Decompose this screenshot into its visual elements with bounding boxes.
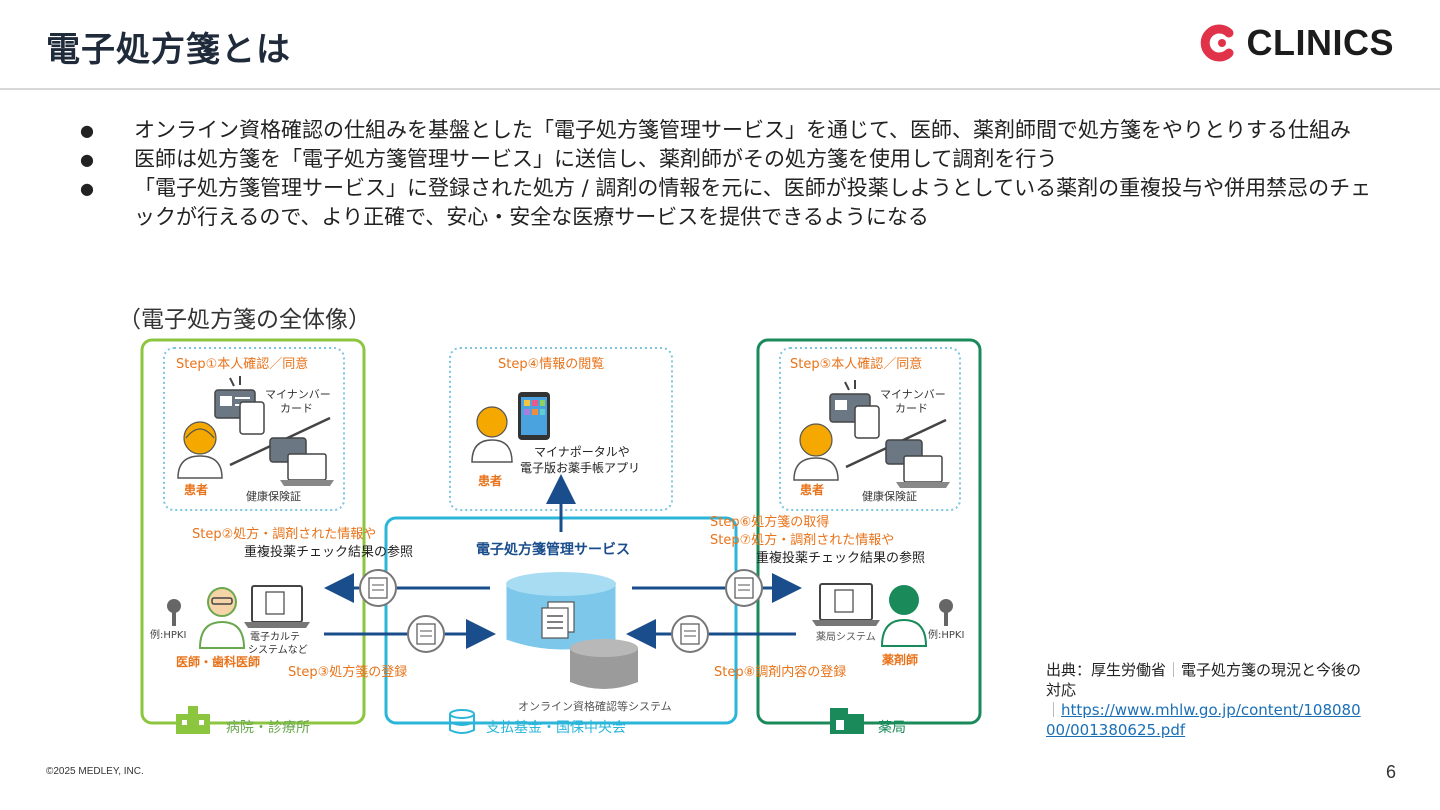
- online-system-label: オンライン資格確認等システム: [518, 699, 672, 713]
- clinics-logo-icon: [1200, 24, 1233, 62]
- step8-label: Step⑧調剤内容の登録: [714, 664, 846, 680]
- pharmacy-label: 薬局: [878, 720, 906, 736]
- patient-icon: [177, 421, 223, 479]
- key-icon: [167, 599, 181, 626]
- step6-label: Step⑥処方箋の取得: [710, 514, 829, 530]
- key-icon: [939, 599, 953, 626]
- document-icon: [359, 569, 397, 607]
- step7-label: Step⑦処方・調剤された情報や: [710, 532, 894, 548]
- karte-label: 電子カルテ: [250, 631, 300, 643]
- diagram-title: （電子処方箋の全体像）: [118, 307, 371, 333]
- clinics-logo: CLINICS: [1199, 22, 1395, 64]
- document-icon: [725, 569, 763, 607]
- step2-label: Step②処方・調剤された情報や: [192, 526, 376, 542]
- pharmacy-region-box: [756, 338, 982, 725]
- mynumber-card-icon: [829, 380, 880, 439]
- prescription-diagram: Step①本人確認／同意 マイナンバー カード 患者 健康保険証 Step④情報…: [140, 338, 982, 736]
- patient-icon: [471, 406, 513, 463]
- computer-icon: [812, 583, 880, 626]
- patient-label: 患者: [478, 473, 502, 488]
- insurance-label: 健康保険証: [246, 489, 301, 503]
- doctor-icon: [198, 587, 246, 649]
- bullet-item: 「電子処方箋管理サービス」に登録された処方 / 調剤の情報を元に、医師が投薬しよ…: [80, 174, 1390, 232]
- step1-box: [163, 347, 345, 511]
- copyright: ©2025 MEDLEY, INC.: [46, 766, 144, 777]
- service-label: 電子処方箋管理サービス: [476, 541, 630, 558]
- database-icon: [505, 572, 617, 651]
- pharmacy-building-icon: [830, 708, 864, 734]
- source-citation: 出典：厚生労働省｜電子処方箋の現況と今後の対応 ｜https://www.mhl…: [1046, 660, 1366, 740]
- document-icon: [407, 615, 445, 653]
- source-link-prefix: ｜: [1046, 701, 1062, 719]
- patient-label: 患者: [800, 482, 824, 497]
- step4-label: Step④情報の閲覧: [498, 356, 604, 372]
- pharmacy-system-label: 薬局システム: [816, 631, 876, 643]
- patient-label: 患者: [184, 482, 208, 497]
- doctor-label: 医師・歯科医師: [176, 654, 260, 669]
- database-icon: [570, 639, 638, 689]
- mynumber-label: カード: [280, 402, 313, 415]
- patient-icon: [793, 423, 839, 481]
- pharmacist-icon: [880, 585, 928, 647]
- portal-label: マイナポータルや: [534, 445, 630, 459]
- bullet-item: 医師は処方箋を「電子処方箋管理サービス」に送信し、薬剤師がその処方箋を使用して調…: [80, 145, 1390, 174]
- hpki-label: 例:HPKI: [928, 628, 964, 641]
- hospital-region-box: [140, 338, 366, 725]
- bullet-list: オンライン資格確認の仕組みを基盤とした「電子処方箋管理サービス」を通じて、医師、…: [80, 116, 1390, 232]
- logo-text: CLINICS: [1246, 22, 1394, 63]
- step7-label: 重複投薬チェック結果の参照: [756, 550, 925, 566]
- hospital-label: 病院・診療所: [226, 719, 310, 736]
- insurance-card-icon: [885, 439, 950, 488]
- smartphone-icon: [518, 392, 550, 440]
- source-text: 電子処方箋の現況と今後の対応: [1046, 661, 1362, 699]
- bullet-item: オンライン資格確認の仕組みを基盤とした「電子処方箋管理サービス」を通じて、医師、…: [80, 116, 1390, 145]
- hospital-building-icon: [176, 706, 210, 734]
- fund-label: 支払基金・国保中央会: [486, 719, 626, 736]
- portal-label: 電子版お薬手帳アプリ: [520, 461, 640, 475]
- source-link[interactable]: https://www.mhlw.go.jp/content/10808000/…: [1046, 701, 1361, 739]
- document-icon: [671, 615, 709, 653]
- mynumber-label: カード: [895, 402, 928, 415]
- step1-label: Step①本人確認／同意: [176, 356, 308, 372]
- database-icon: [449, 709, 475, 734]
- source-prefix: 出典：厚生労働省: [1046, 661, 1167, 679]
- mynumber-label: マイナンバー: [880, 388, 946, 401]
- step3-label: Step③処方箋の登録: [288, 664, 407, 680]
- step2-label: 重複投薬チェック結果の参照: [244, 544, 413, 560]
- computer-icon: [244, 585, 310, 628]
- mynumber-label: マイナンバー: [265, 388, 331, 401]
- step5-box: [779, 347, 961, 511]
- mynumber-card-icon: [214, 376, 265, 435]
- page-number: 6: [1385, 762, 1396, 782]
- page-title: 電子処方箋とは: [46, 30, 291, 70]
- source-separator: ｜: [1166, 661, 1182, 679]
- insurance-card-icon: [269, 437, 334, 486]
- step5-label: Step⑤本人確認／同意: [790, 356, 922, 372]
- insurance-label: 健康保険証: [862, 489, 917, 503]
- header: 電子処方箋とは CLINICS: [0, 0, 1440, 90]
- pharmacist-label: 薬剤師: [882, 652, 918, 667]
- hpki-label: 例:HPKI: [150, 628, 186, 641]
- karte-label: システムなど: [248, 644, 308, 656]
